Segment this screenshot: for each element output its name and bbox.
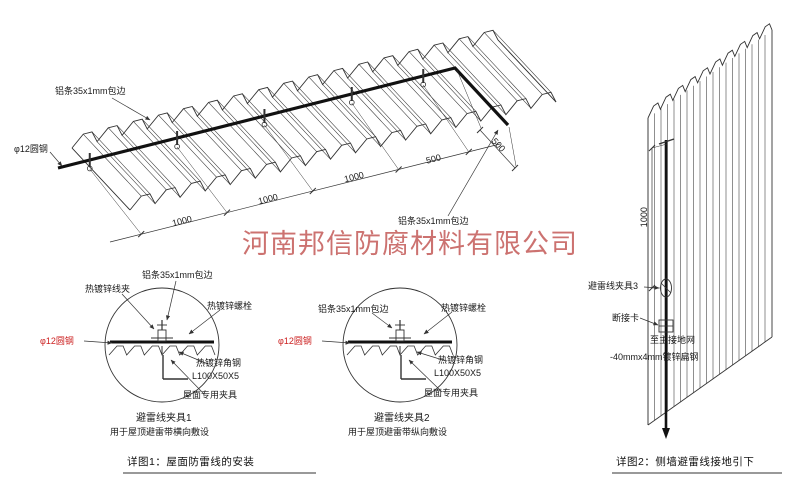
leader-lines <box>49 97 660 395</box>
roof-rod-label: φ12圆钢 <box>14 144 48 154</box>
roof-edge-label-top: 铝条35x1mm包边 <box>55 86 126 96</box>
company-watermark: 河南邦信防腐材料有限公司 <box>242 229 578 259</box>
detail2-title: 避雷线夹具2 <box>374 413 430 424</box>
detail2-bolt-label: 热镀锌螺栓 <box>441 303 487 313</box>
detail2-rod-label: φ12圆钢 <box>278 336 312 346</box>
wall-clamp3-label: 避雷线夹具3 <box>588 281 639 291</box>
wall-to-ground-label: 至主接地网 <box>650 335 696 345</box>
dimension-chain <box>89 69 519 243</box>
wall-flat-steel-label: -40mmx4mm镀锌扁钢 <box>610 352 699 362</box>
detail2-angle-label: 热镀锌角钢 <box>438 355 484 365</box>
detail-clamp-1 <box>104 287 220 403</box>
detail2-edge-label: 铝条35x1mm包边 <box>318 304 389 314</box>
detail1-title: 避雷线夹具1 <box>136 413 192 424</box>
detail1-rod-label: φ12圆钢 <box>40 336 74 346</box>
detail1-wire-clamp-label: 热镀锌线夹 <box>85 284 131 294</box>
wall-disconnect-label: 断接卡 <box>612 313 640 323</box>
detail1-subtitle: 用于屋顶避雷带横向敷设 <box>110 427 210 437</box>
detail2-subtitle: 用于屋顶避雷带纵向敷设 <box>348 427 448 437</box>
detail1-fixture-label: 屋面专用夹具 <box>183 390 238 400</box>
roof-lightning-wire <box>57 66 510 170</box>
wall-panel <box>647 23 773 426</box>
wall-dimension <box>648 143 668 292</box>
detail1-bolt-label: 热镀锌螺栓 <box>207 301 253 311</box>
roof-wire-clamps <box>86 69 427 172</box>
wall-down-conductor <box>658 138 675 439</box>
figure1-caption: 详图1：屋面防雷线的安装 <box>127 456 255 468</box>
roof-edge-label-bottom: 铝条35x1mm包边 <box>398 216 469 226</box>
detail1-edge-label: 铝条35x1mm包边 <box>142 270 213 280</box>
detail-clamp-2 <box>342 287 458 403</box>
roof-panel <box>71 29 557 211</box>
wall-dim-label: 1000 <box>638 207 649 228</box>
figure2-caption: 详图2：侧墙避雷线接地引下 <box>616 456 755 468</box>
detail2-fixture-label: 屋面专用夹具 <box>424 388 479 398</box>
detail2-angle-size-label: L100X50X5 <box>434 368 482 378</box>
detail1-angle-size-label: L100X50X5 <box>192 371 240 381</box>
detail1-angle-label: 热镀锌角钢 <box>196 358 242 368</box>
